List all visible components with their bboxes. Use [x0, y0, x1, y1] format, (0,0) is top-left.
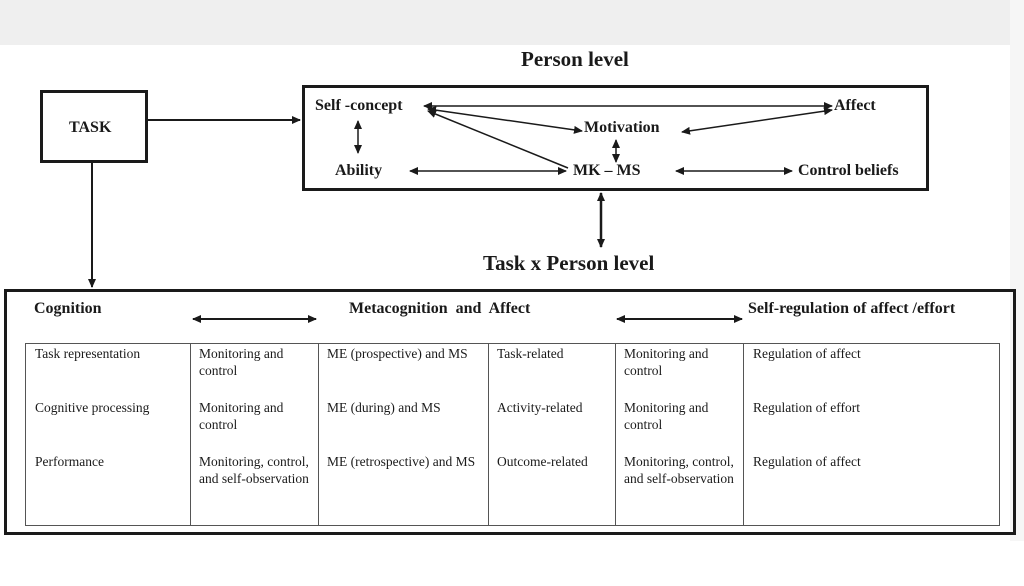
- table-cell: Task-related: [497, 346, 564, 361]
- table-cell: Regulation of effort: [753, 400, 860, 415]
- table-column-cognition: Task representation Cognitive processing…: [35, 345, 185, 507]
- self-concept-motivation-arrow: [427, 106, 583, 134]
- person-level-box: [302, 85, 929, 191]
- table-cell: Monitoring, control, and self-observatio…: [624, 454, 734, 486]
- table-cell: ME (prospective) and MS: [327, 346, 468, 361]
- self-concept-node: Self -concept: [315, 97, 403, 114]
- diagram-page: [0, 45, 1024, 586]
- table-divider: [743, 343, 744, 526]
- person-level-title: Person level: [521, 47, 629, 71]
- table-cell: Cognitive processing: [35, 400, 150, 415]
- table-cell: Regulation of affect: [753, 454, 861, 469]
- table-cell: Monitoring and control: [624, 400, 709, 432]
- table-cell: Activity-related: [497, 400, 583, 415]
- table-cell: Monitoring and control: [199, 346, 284, 378]
- table-divider: [318, 343, 319, 526]
- affect-node: Affect: [834, 97, 876, 114]
- table-cell: ME (during) and MS: [327, 400, 441, 415]
- table-column-self-regulation: Regulation of affect Regulation of effor…: [753, 345, 993, 507]
- self-concept-mk-ms-arrow: [427, 110, 569, 169]
- table-column-metacognitive-experiences: ME (prospective) and MS ME (during) and …: [327, 345, 477, 507]
- table-column-affect: Task-related Activity-related Outcome-re…: [497, 345, 612, 507]
- task-person-level-box: [4, 289, 1016, 535]
- cognition-header: Cognition: [34, 300, 102, 317]
- task-label: TASK: [69, 119, 112, 136]
- table-divider: [615, 343, 616, 526]
- metacognition-header: Metacognition and Affect: [349, 300, 531, 317]
- table-cell: Task representation: [35, 346, 141, 361]
- affect-motivation-arrow: [681, 107, 833, 135]
- table-cell: Outcome-related: [497, 454, 588, 469]
- table-divider: [488, 343, 489, 526]
- ability-node: Ability: [335, 162, 383, 179]
- table-cell: Regulation of affect: [753, 346, 861, 361]
- table-divider: [190, 343, 191, 526]
- table-cell: Performance: [35, 454, 104, 469]
- motivation-node: Motivation: [584, 119, 660, 136]
- table-cell: Monitoring and control: [199, 400, 284, 432]
- table-column-cognition-monitoring: Monitoring and control Monitoring and co…: [199, 345, 311, 507]
- task-box: TASK: [40, 90, 148, 163]
- mk-ms-node: MK – MS: [573, 162, 641, 179]
- control-beliefs-node: Control beliefs: [798, 162, 899, 179]
- task-person-level-title: Task x Person level: [483, 251, 655, 275]
- table-cell: Monitoring, control, and self-observatio…: [199, 454, 309, 486]
- table-cell: Monitoring and control: [624, 346, 709, 378]
- self-regulation-header: Self-regulation of affect /effort: [748, 300, 956, 317]
- table-cell: ME (retrospective) and MS: [327, 454, 476, 469]
- table-column-affect-monitoring: Monitoring and control Monitoring and co…: [624, 345, 736, 507]
